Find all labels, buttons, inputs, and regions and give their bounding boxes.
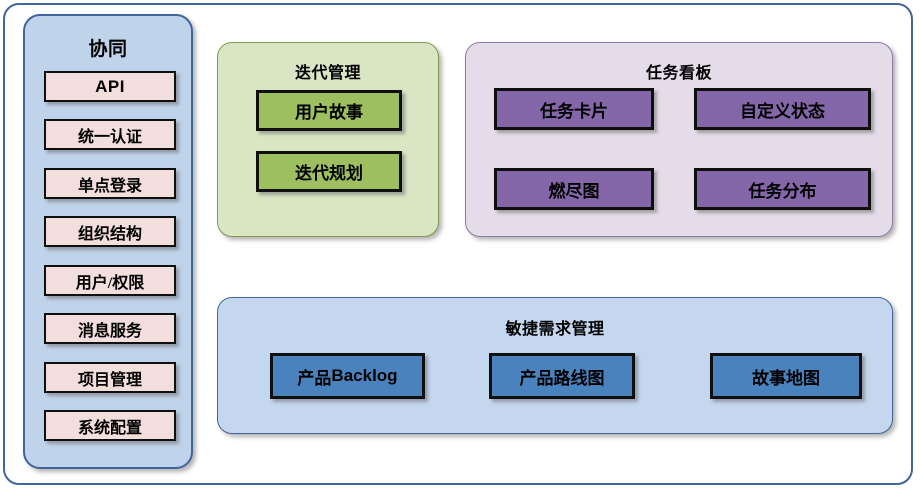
panel-collaboration-title: 协同 xyxy=(88,39,128,60)
panel-task-board-title: 任务看板 xyxy=(645,65,712,82)
panel-agile-requirements-title: 敏捷需求管理 xyxy=(505,321,605,338)
panel-iteration-management-title: 迭代管理 xyxy=(294,65,361,82)
sidebar-item-api[interactable]: API xyxy=(44,71,176,102)
box-task-card[interactable]: 任务卡片 xyxy=(494,88,654,130)
box-product-backlog-suffix: Backlog xyxy=(331,366,398,385)
sidebar-item-sso[interactable]: 单点登录 xyxy=(44,168,176,199)
sidebar-item-message-service[interactable]: 消息服务 xyxy=(44,313,176,344)
sidebar-item-system-config[interactable]: 系统配置 xyxy=(44,410,176,441)
box-product-roadmap[interactable]: 产品路线图 xyxy=(489,353,635,399)
box-burndown-chart[interactable]: 燃尽图 xyxy=(494,168,654,210)
sidebar-item-project-mgmt[interactable]: 项目管理 xyxy=(44,362,176,393)
box-iteration-planning[interactable]: 迭代规划 xyxy=(256,151,402,192)
panel-iteration-management[interactable]: 迭代管理 用户故事 迭代规划 xyxy=(217,42,439,237)
box-story-map[interactable]: 故事地图 xyxy=(710,353,862,399)
panel-collaboration[interactable]: 协同 API 统一认证 单点登录 组织结构 用户/权限 消息服务 项目管理 系统… xyxy=(23,14,193,469)
sidebar-item-user-permission[interactable]: 用户/权限 xyxy=(44,265,176,296)
box-task-distribution[interactable]: 任务分布 xyxy=(694,168,871,210)
sidebar-item-unified-auth[interactable]: 统一认证 xyxy=(44,119,176,150)
sidebar-item-org-structure[interactable]: 组织结构 xyxy=(44,216,176,247)
box-custom-status[interactable]: 自定义状态 xyxy=(694,88,871,130)
panel-task-board[interactable]: 任务看板 任务卡片 自定义状态 燃尽图 任务分布 xyxy=(465,42,893,237)
box-product-backlog-prefix: 产品 xyxy=(297,368,332,388)
box-user-story[interactable]: 用户故事 xyxy=(256,90,402,131)
